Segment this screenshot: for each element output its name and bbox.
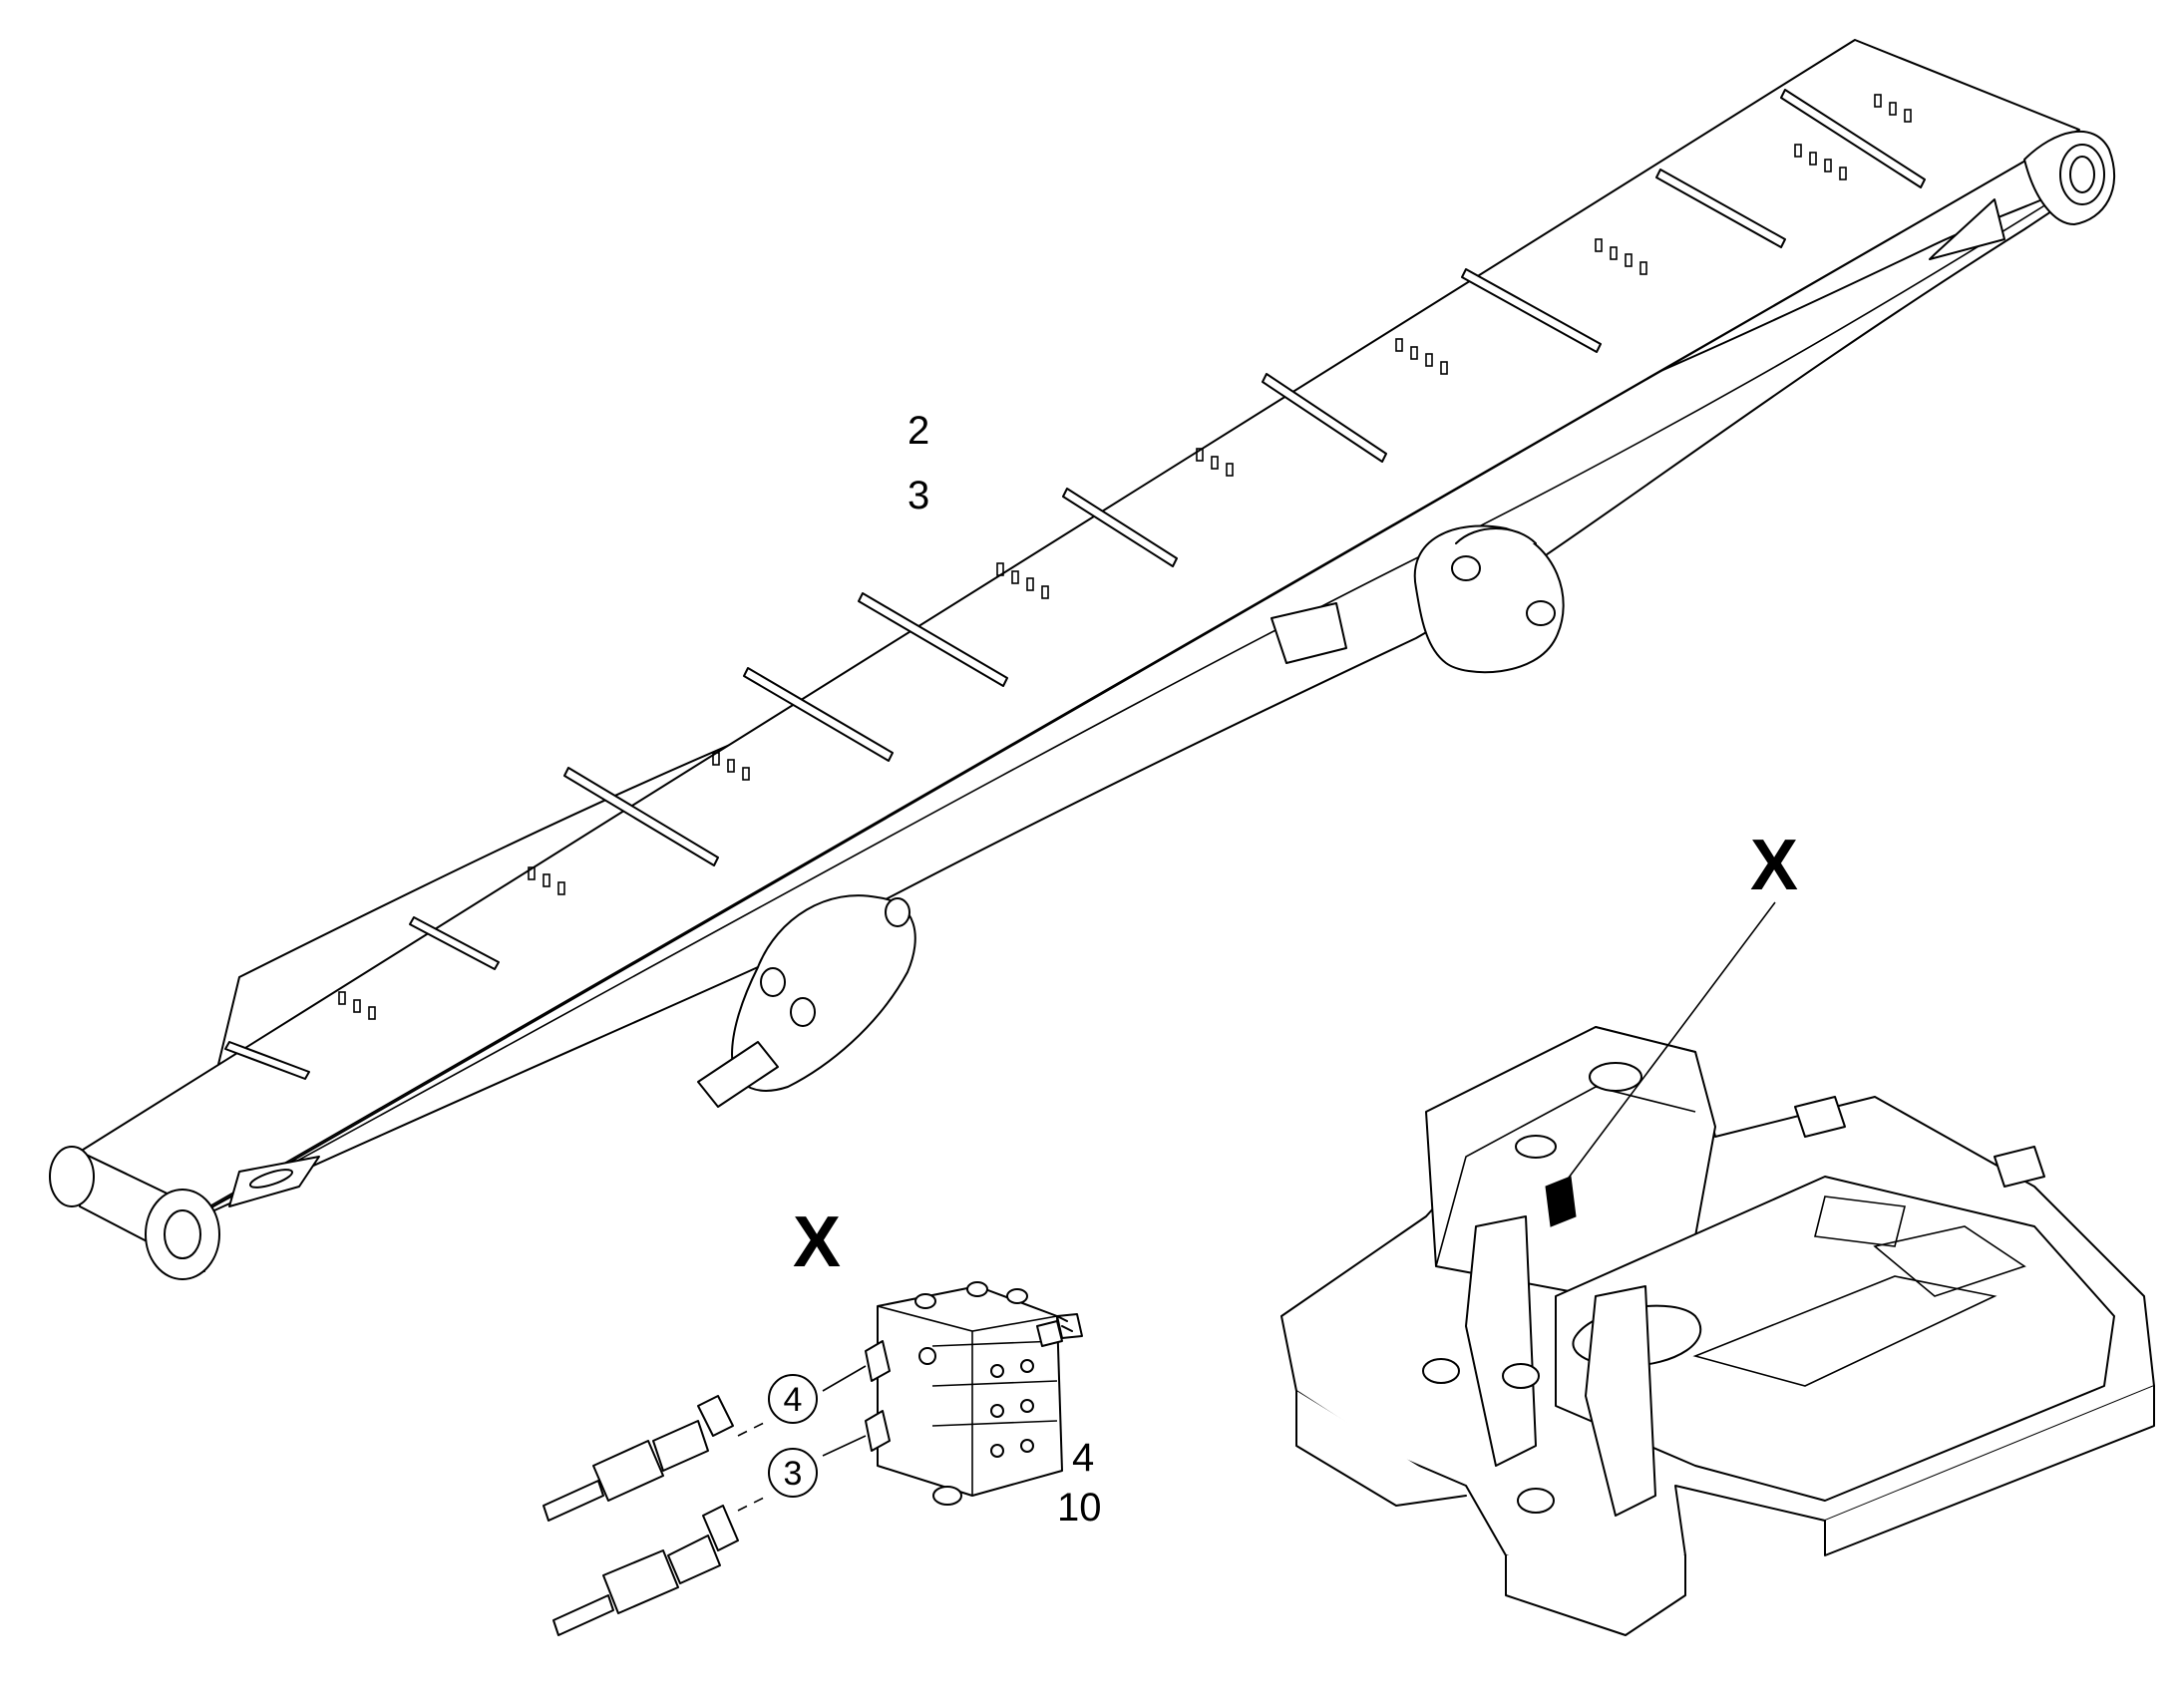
upper-frame-assembly: [1280, 1026, 2155, 1636]
boom-cylinder-mount: [1413, 524, 1565, 674]
callout-3-circle: [768, 1448, 818, 1498]
leader-callout-3: [822, 1435, 867, 1457]
frame-detail-marker: X: [1750, 826, 1798, 905]
callout-4-circle: [768, 1374, 818, 1424]
frame-tower-port: [1589, 1062, 1642, 1092]
valve-ref-4: 4: [1072, 1436, 1094, 1480]
callout-4: 4: [784, 1381, 803, 1419]
boom-center-seam: [208, 149, 2045, 1207]
boom-right-end: [1929, 131, 2115, 260]
valve-ref-10: 10: [1057, 1486, 1102, 1530]
boom-assembly: [49, 39, 2115, 1280]
boom-top-plate: [79, 39, 2080, 1212]
boom-bolt-rows: [338, 94, 1912, 1020]
frame-valve-location-marker: [1545, 1176, 1577, 1227]
boom-ref-3: 3: [908, 474, 929, 517]
valve-port-4: [865, 1340, 891, 1382]
boom-left-end: [49, 1146, 320, 1280]
leader-hose-upper: [737, 1420, 769, 1437]
boom-lower-bracket: [697, 894, 916, 1108]
valve-block-body: [877, 1285, 1063, 1497]
valve-block-assembly: [865, 1281, 1083, 1506]
valve-port-3: [865, 1410, 891, 1452]
boom-inspection-plate: [1271, 602, 1347, 664]
leader-hose-lower: [737, 1495, 769, 1512]
boom-cross-brackets: [224, 89, 1926, 1080]
leader-callout-4: [822, 1365, 867, 1392]
frame-front-bracket: [1465, 1215, 1537, 1467]
frame-detail-leader: [1565, 901, 1776, 1183]
hose-fitting-upper: [543, 1395, 734, 1522]
boom-ref-2: 2: [908, 409, 929, 453]
callout-3: 3: [784, 1455, 803, 1493]
valve-detail-marker: X: [793, 1202, 841, 1282]
hose-fitting-lower: [552, 1505, 739, 1636]
